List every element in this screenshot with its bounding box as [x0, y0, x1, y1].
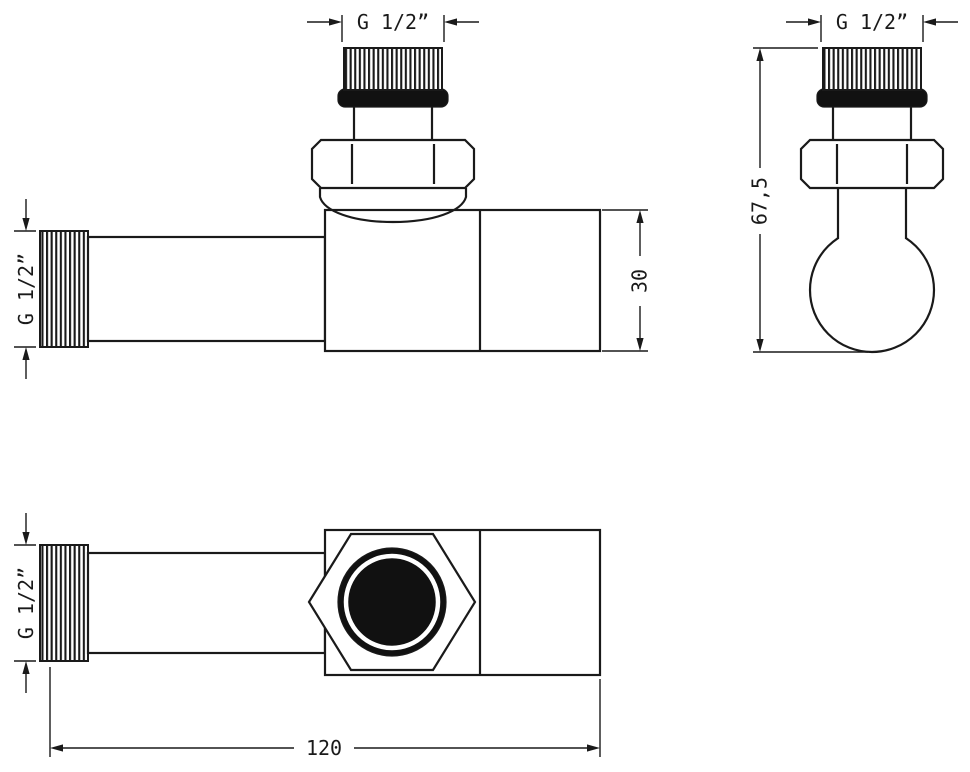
front-round-body — [808, 226, 936, 354]
side-height-label: 30 — [628, 269, 652, 293]
side-stem-neck — [352, 104, 434, 143]
front-neck-mask — [839, 186, 905, 239]
front-dim-height: 67,5 — [748, 47, 868, 353]
side-oring — [337, 88, 449, 108]
side-view: G 1/2” G 1/2” 30 — [14, 10, 652, 379]
front-thread-top-shape — [822, 47, 922, 91]
side-dim-thread-top: G 1/2” — [307, 10, 479, 42]
front-oring — [816, 88, 928, 108]
top-length-label: 120 — [306, 736, 342, 760]
front-thread-top-label: G 1/2” — [836, 10, 908, 34]
top-view: G 1/2” 120 — [14, 513, 602, 760]
top-dim-thread-left: G 1/2” — [14, 513, 38, 693]
side-thread-top-label: G 1/2” — [357, 10, 429, 34]
top-thread-left-shape — [39, 544, 89, 662]
front-dim-thread-top: G 1/2” — [786, 10, 958, 42]
side-dim-height: 30 — [602, 209, 652, 352]
side-body — [323, 208, 602, 353]
top-valve-port-outer — [337, 547, 447, 657]
side-thread-left-shape — [39, 230, 89, 348]
side-hex-nut — [310, 138, 476, 190]
side-dome-transition — [318, 188, 468, 224]
top-valve-port-ring — [343, 553, 441, 651]
side-dim-thread-left: G 1/2” — [14, 199, 38, 379]
front-view: G 1/2” 67,5 — [748, 10, 958, 354]
top-dim-length: 120 — [49, 667, 601, 760]
front-hex-nut — [799, 138, 945, 190]
front-stem-neck — [831, 104, 913, 143]
front-height-label: 67,5 — [748, 177, 772, 225]
side-thread-top-shape — [343, 47, 443, 91]
side-thread-left-label: G 1/2” — [14, 253, 38, 325]
top-pipe — [86, 551, 327, 655]
top-thread-left-label: G 1/2” — [14, 567, 38, 639]
side-pipe — [86, 235, 327, 343]
